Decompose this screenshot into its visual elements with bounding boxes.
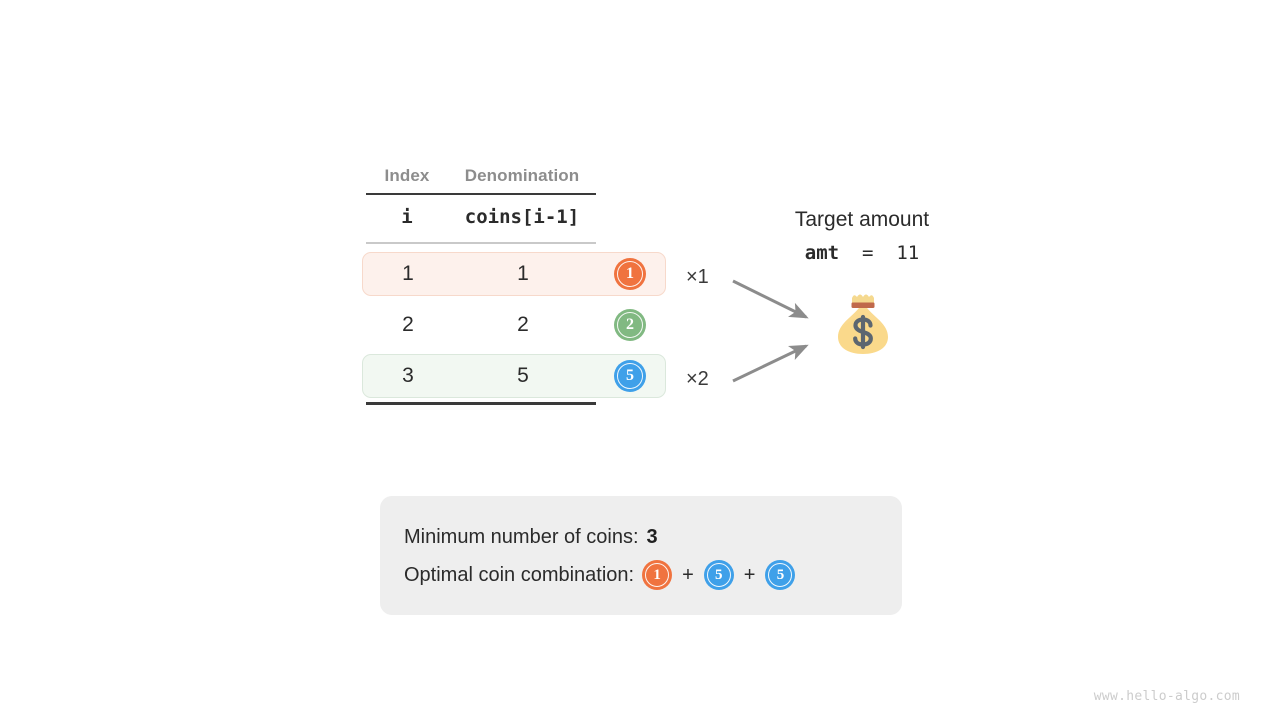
target-var-name: amt — [804, 242, 840, 264]
table-body: 1 1 1 2 2 2 3 5 5 — [362, 252, 666, 405]
table-row[interactable]: 2 2 2 — [362, 303, 666, 347]
target-amount-title: Target amount — [794, 208, 930, 231]
table-variable-row: i coins[i-1] — [366, 199, 596, 235]
minimum-coins-line: Minimum number of coins: 3 — [404, 518, 902, 556]
target-amount-block: Target amount amt = 11 — [762, 206, 962, 266]
column-header-denomination: Denomination — [464, 166, 580, 185]
cell-denomination: 1 — [517, 262, 529, 285]
arrow-row1-to-bag — [732, 279, 809, 319]
multiplier-row3: ×2 — [686, 368, 709, 390]
plus-sign: + — [682, 563, 694, 586]
table-row[interactable]: 1 1 1 — [362, 252, 666, 296]
coin-denomination-table: Index Denomination i coins[i-1] — [366, 158, 596, 244]
variable-divider-thin — [366, 242, 596, 244]
money-bag-icon — [838, 294, 888, 354]
cell-coin: 1 — [597, 258, 663, 290]
coin-icon: 2 — [614, 309, 646, 341]
table-bottom-divider — [366, 402, 596, 405]
minimum-coins-label: Minimum number of coins: — [404, 525, 639, 548]
cell-index: 3 — [402, 364, 414, 387]
table-row[interactable]: 3 5 5 — [362, 354, 666, 398]
coin-icon: 5 — [703, 560, 734, 590]
multiplier-row1: ×1 — [686, 266, 709, 288]
table-header-row: Index Denomination — [366, 158, 596, 186]
result-panel: Minimum number of coins: 3 Optimal coin … — [380, 496, 902, 615]
cell-coin: 2 — [597, 309, 663, 341]
target-value: 11 — [896, 242, 920, 264]
cell-denomination: 2 — [517, 313, 529, 336]
coin-icon: 5 — [765, 560, 796, 590]
target-equals-sign: = — [839, 242, 897, 264]
optimal-combination-coins: 1 + 5 + 5 — [642, 560, 796, 590]
column-header-index: Index — [384, 166, 430, 185]
cell-index: 2 — [402, 313, 414, 336]
header-divider-thick — [366, 193, 596, 195]
plus-sign: + — [743, 563, 756, 586]
optimal-combination-label: Optimal coin combination: — [404, 563, 635, 586]
cell-index: 1 — [402, 262, 414, 285]
target-amount-expression: amt = 11 — [762, 240, 962, 266]
cell-coin: 5 — [597, 360, 663, 392]
coin-icon: 1 — [642, 560, 673, 590]
minimum-coins-value: 3 — [646, 525, 658, 548]
arrow-row3-to-bag — [732, 344, 809, 383]
optimal-combination-line: Optimal coin combination: 1 + 5 + 5 — [404, 556, 902, 594]
site-watermark: www.hello-algo.com — [1093, 689, 1240, 704]
coin-icon: 1 — [614, 258, 646, 290]
variable-name-i: i — [401, 206, 413, 228]
cell-denomination: 5 — [517, 364, 529, 387]
variable-name-coins: coins[i-1] — [464, 206, 580, 228]
coin-icon: 5 — [614, 360, 646, 392]
